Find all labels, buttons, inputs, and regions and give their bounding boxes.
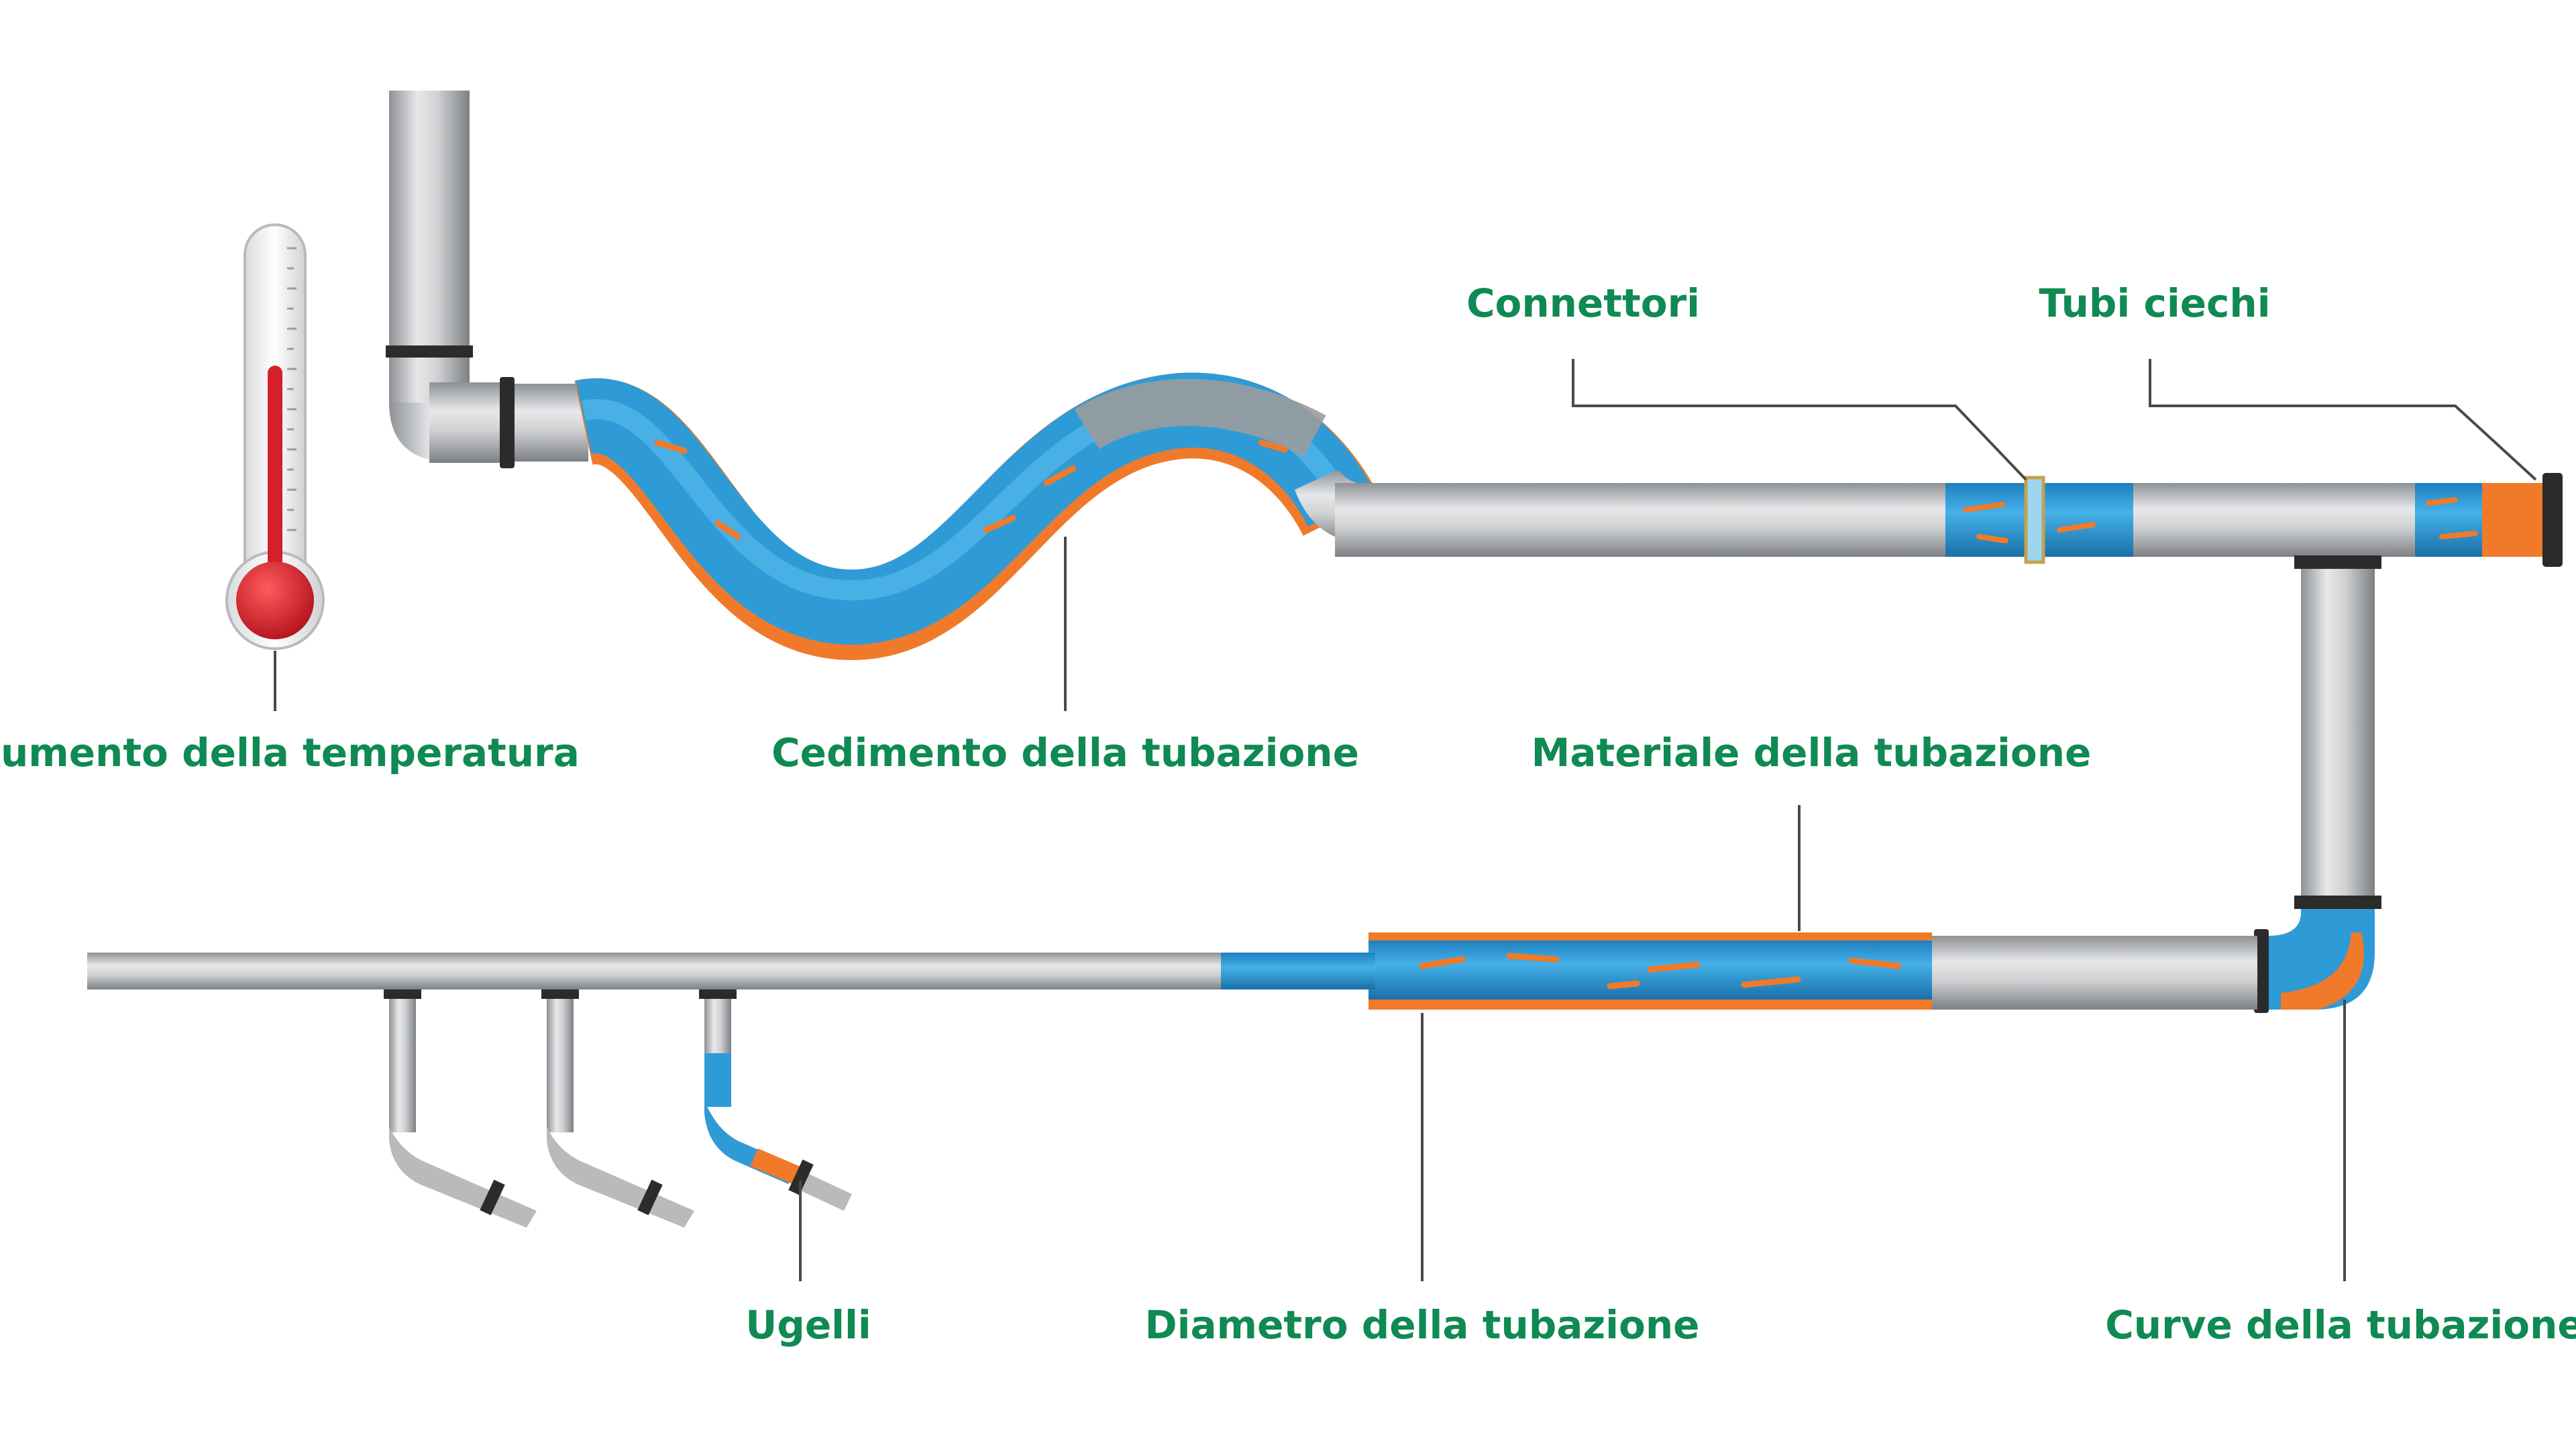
connectors-leader [1572, 359, 2027, 481]
nozzle-1 [384, 989, 537, 1228]
label-material: Materiale della tubazione [1532, 730, 2092, 775]
nozzle-2 [541, 989, 694, 1228]
label-nozzles: Ugelli [745, 1302, 871, 1348]
label-temperature: Aumento della temperatura [0, 730, 580, 775]
thermometer-icon [225, 223, 325, 650]
dead-legs-leader [2149, 359, 2537, 481]
label-diameter: Diametro della tubazione [1144, 1302, 1699, 1348]
nozzle-3 [699, 989, 852, 1211]
label-connectors: Connettori [1466, 280, 1700, 326]
label-dead-legs: Tubi ciechi [2039, 280, 2270, 326]
lower-pipe [87, 909, 2375, 1228]
label-bends: Curve della tubazione [2105, 1302, 2576, 1348]
label-sagging: Cedimento della tubazione [771, 730, 1359, 775]
upper-pipe [386, 91, 2563, 909]
